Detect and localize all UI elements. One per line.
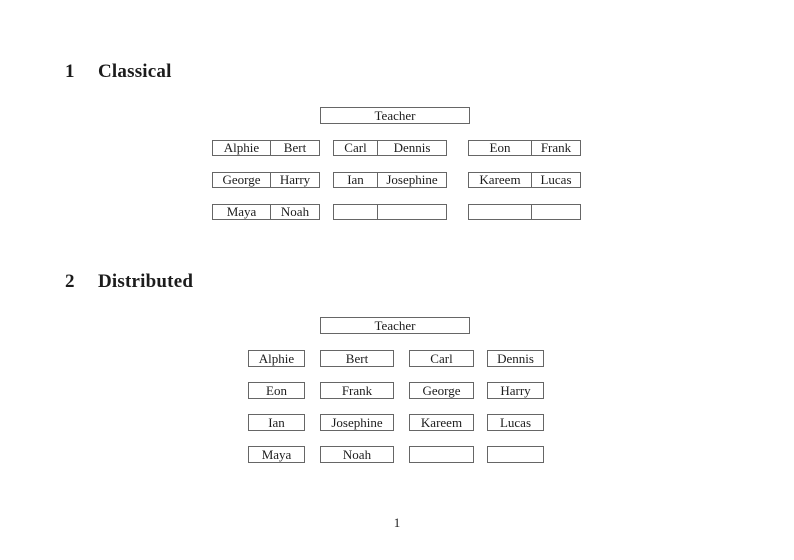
seat-cell: Noah (280, 205, 310, 219)
seat-cell: Alphie (213, 141, 271, 155)
seat-cell: Harry (279, 173, 311, 187)
seat-cell: Maya (213, 205, 271, 219)
desk: Alphie (248, 350, 305, 367)
desk: Eon Frank (468, 140, 581, 156)
seat-cell (532, 205, 580, 219)
page-number: 1 (393, 515, 401, 530)
desk: Bert (320, 350, 394, 367)
teacher-box: Teacher (320, 107, 470, 124)
desk: Harry (487, 382, 544, 399)
section-number: 2 (65, 271, 75, 292)
desk: Eon (248, 382, 305, 399)
desk: Frank (320, 382, 394, 399)
desk (487, 446, 544, 463)
teacher-box: Teacher (320, 317, 470, 334)
seat-cell: Josephine (386, 173, 438, 187)
desk: Carl Dennis (333, 140, 447, 156)
desk: Lucas (487, 414, 544, 431)
desk (333, 204, 447, 220)
section-title: Classical (98, 61, 172, 82)
desk (409, 446, 474, 463)
desk: Josephine (320, 414, 394, 431)
seat-cell: Bert (283, 141, 307, 155)
desk: Maya Noah (212, 204, 320, 220)
section-title: Distributed (98, 271, 194, 292)
desk: Alphie Bert (212, 140, 320, 156)
seat-cell: Ian (334, 173, 378, 187)
seat-cell: George (213, 173, 271, 187)
section-heading-distributed: 2 Distributed (65, 270, 193, 294)
section-heading-classical: 1 Classical (65, 60, 172, 84)
seat-cell (378, 205, 446, 219)
seat-cell: Carl (334, 141, 378, 155)
desk: Noah (320, 446, 394, 463)
desk: Ian Josephine (333, 172, 447, 188)
desk: George Harry (212, 172, 320, 188)
seat-cell (469, 205, 532, 219)
seat-cell: Lucas (540, 173, 572, 187)
desk: Maya (248, 446, 305, 463)
seat-cell: Dennis (393, 141, 431, 155)
section-number: 1 (65, 61, 75, 82)
seat-cell (334, 205, 378, 219)
seat-cell: Eon (469, 141, 532, 155)
seat-cell: Frank (540, 141, 572, 155)
desk: Carl (409, 350, 474, 367)
desk: Ian (248, 414, 305, 431)
seat-cell: Kareem (469, 173, 532, 187)
desk: Dennis (487, 350, 544, 367)
desk (468, 204, 581, 220)
desk: George (409, 382, 474, 399)
desk: Kareem (409, 414, 474, 431)
desk: Kareem Lucas (468, 172, 581, 188)
